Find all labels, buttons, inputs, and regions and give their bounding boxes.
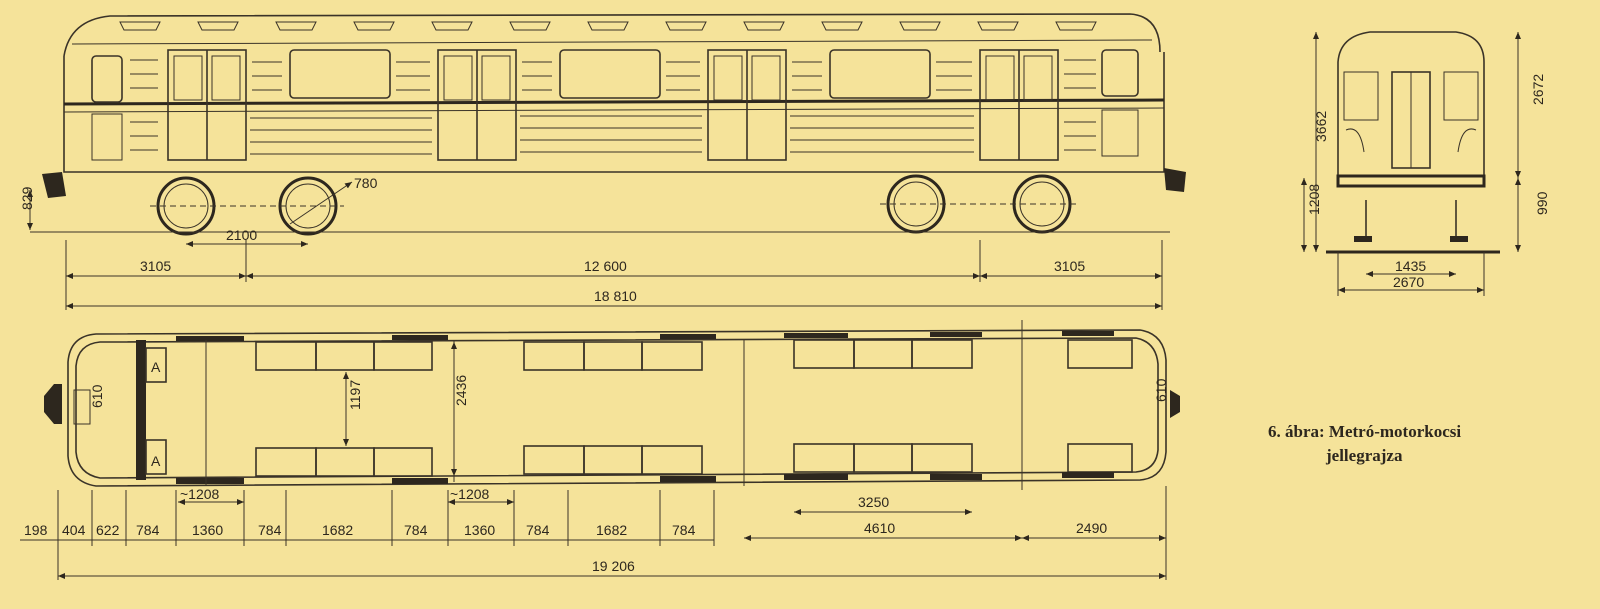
dim-2670: 2670 [1393, 274, 1424, 290]
dim-780: 780 [354, 175, 378, 191]
side-view [30, 13, 1186, 236]
dim-1197: 1197 [347, 380, 363, 410]
plan-seats: A A [145, 339, 1133, 477]
dim-1435: 1435 [1395, 258, 1426, 274]
dim-1360-b: 1360 [464, 522, 495, 538]
dim-610-left: 610 [89, 384, 105, 408]
dim-784-b: 784 [258, 522, 282, 538]
dim-784-e: 784 [672, 522, 696, 538]
dim-1682-b: 1682 [596, 522, 627, 538]
seat-label-a-bottom: A [151, 453, 161, 469]
end-view [1326, 31, 1500, 254]
seat-label-a-top: A [151, 359, 161, 375]
figure-caption: 6. ábra: Metró-motorkocsi jellegrajza [1268, 420, 1588, 468]
side-windows [91, 49, 1139, 161]
dim-18810: 18 810 [594, 288, 637, 304]
dim-198: 198 [24, 522, 48, 538]
caption-line-1: 6. ábra: Metró-motorkocsi [1268, 422, 1462, 441]
side-doors [167, 49, 1059, 161]
dim-2436: 2436 [453, 375, 469, 406]
dim-784-a: 784 [136, 522, 160, 538]
caption-line-2: jellegrajza [1326, 446, 1403, 465]
dim-784-d: 784 [526, 522, 550, 538]
dim-3662: 3662 [1313, 111, 1329, 142]
dim-1208-door-a: ~1208 [180, 486, 220, 502]
dim-1208: 1208 [1306, 184, 1322, 215]
end-dimensions: 3662 2672 1208 990 1435 2670 [1301, 32, 1550, 296]
side-louvers [130, 59, 1096, 155]
plan-view: A A [44, 320, 1180, 490]
plan-dimensions: 610 610 1197 2436 ~1208 ~1208 3250 4610 … [20, 342, 1169, 580]
dim-3105-left: 3105 [140, 258, 171, 274]
dim-1360-a: 1360 [192, 522, 223, 538]
dim-4610: 4610 [864, 520, 895, 536]
dim-12600: 12 600 [584, 258, 627, 274]
wheels [150, 174, 1078, 236]
dim-2490: 2490 [1076, 520, 1107, 536]
dim-784-c: 784 [404, 522, 428, 538]
dim-3250: 3250 [858, 494, 889, 510]
dim-404: 404 [62, 522, 86, 538]
dim-1208-door-b: ~1208 [450, 486, 490, 502]
dim-1682-a: 1682 [322, 522, 353, 538]
roof-vents [119, 21, 1097, 31]
dim-829: 829 [19, 186, 35, 210]
dim-2672: 2672 [1530, 74, 1546, 105]
dim-990: 990 [1534, 191, 1550, 215]
dim-622: 622 [96, 522, 120, 538]
dim-610-right: 610 [1153, 378, 1169, 402]
dim-3105-right: 3105 [1054, 258, 1085, 274]
dim-19206: 19 206 [592, 558, 635, 574]
dim-2100: 2100 [226, 227, 257, 243]
side-dimensions: 829 780 2100 3105 12 600 3105 18 810 [19, 175, 1163, 310]
